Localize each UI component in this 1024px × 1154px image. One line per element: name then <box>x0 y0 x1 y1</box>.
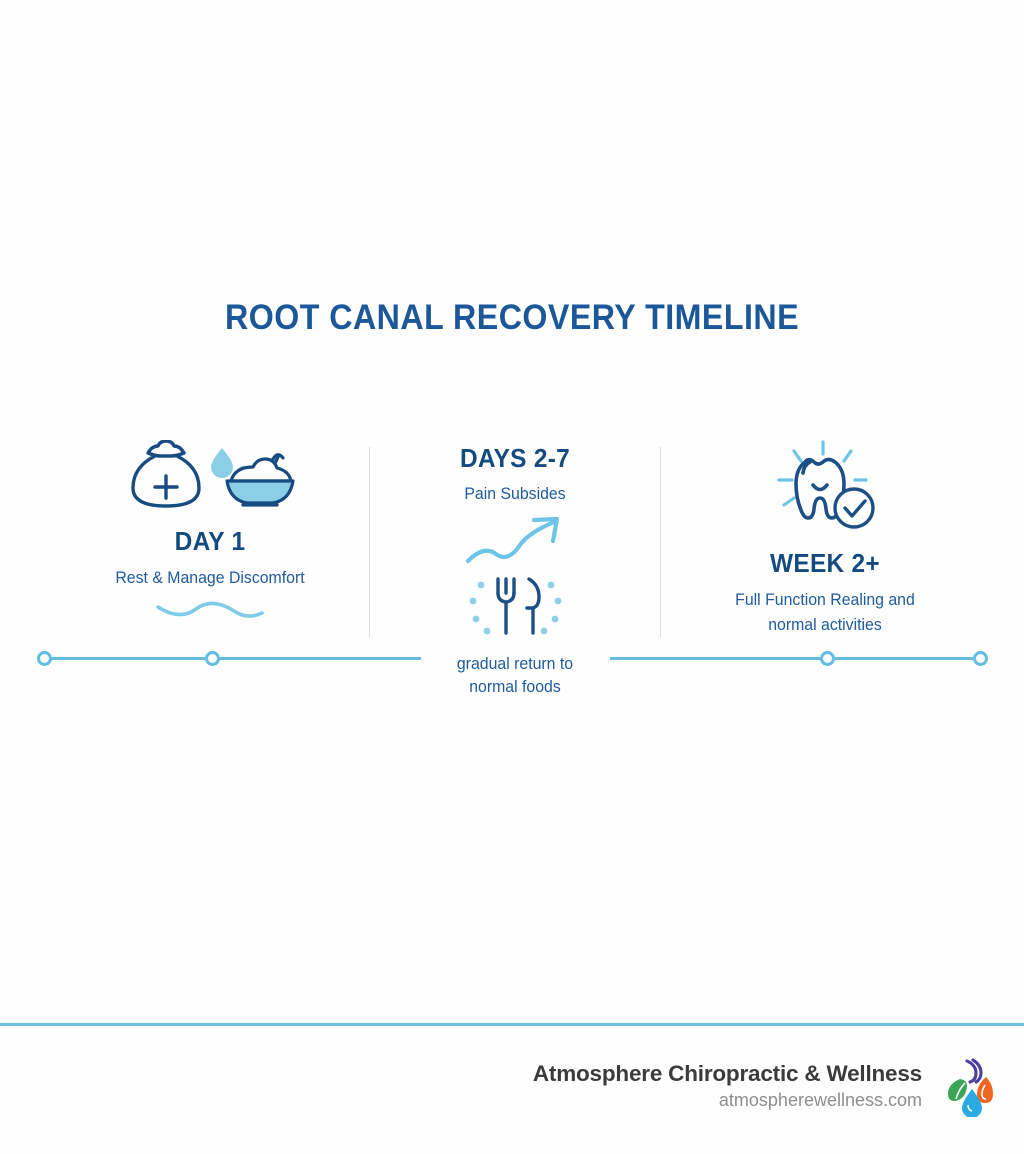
stage-3-subtitle: Full Function Realing and normal activit… <box>695 588 954 638</box>
smiling-tooth-icon <box>794 457 846 520</box>
stage-2-subtitle: Pain Subsides <box>464 485 566 503</box>
brand-url[interactable]: atmospherewellness.com <box>718 1090 922 1110</box>
upward-curved-arrow-icon <box>400 513 630 571</box>
section-divider-2 <box>660 447 661 637</box>
footer: Atmosphere Chiropractic & Wellness atmos… <box>0 1055 1024 1117</box>
stage-1-subtitle: Rest & Manage Discomfort <box>115 569 305 587</box>
stage-1-heading: DAY 1 <box>174 526 246 556</box>
timeline-marker-day-1[interactable] <box>205 651 220 666</box>
stage-2-footnote-line-2: normal foods <box>469 677 561 696</box>
stage-1-icon-group <box>62 440 358 510</box>
fork-and-knife-icon <box>400 575 630 637</box>
timeline-marker-end[interactable] <box>973 651 988 666</box>
stage-3-icon-group <box>690 440 960 532</box>
footer-divider <box>0 1023 1024 1026</box>
page-title: ROOT CANAL RECOVERY TIMELINE <box>224 298 800 337</box>
timeline-marker-week-2[interactable] <box>820 651 835 666</box>
decorative-dots <box>469 581 562 635</box>
timeline-stage-days-2-7: DAYS 2-7 Pain Subsides <box>400 440 630 698</box>
section-divider-1 <box>369 447 370 637</box>
timeline-marker-start[interactable] <box>37 651 52 666</box>
timeline-track-right <box>610 657 982 660</box>
ice-pack-icon <box>130 440 201 508</box>
timeline-track-left <box>44 657 421 660</box>
timeline-stage-week-2-plus: WEEK 2+ Full Function Realing and normal… <box>690 440 960 638</box>
sparkle-rays-icon <box>777 440 868 507</box>
stage-2-heading: DAYS 2-7 <box>459 443 571 473</box>
stage-3-subtitle-line-1: Full Function Realing and <box>735 591 915 609</box>
stage-2-footnote-line-1: gradual return to <box>456 654 574 673</box>
stage-3-heading: WEEK 2+ <box>770 548 880 578</box>
wave-divider-icon <box>62 599 358 621</box>
soft-food-bowl-icon <box>224 453 295 507</box>
brand-name: Atmosphere Chiropractic & Wellness <box>532 1061 922 1086</box>
four-elements-logo-icon <box>940 1055 1002 1117</box>
timeline-stage-day-1: DAY 1 Rest & Manage Discomfort <box>62 440 358 621</box>
stage-2-footnote: gradual return to normal foods <box>405 653 626 699</box>
check-circle-icon <box>833 487 875 529</box>
footer-text-block: Atmosphere Chiropractic & Wellness atmos… <box>533 1061 922 1111</box>
stage-3-subtitle-line-2: normal activities <box>768 615 882 634</box>
